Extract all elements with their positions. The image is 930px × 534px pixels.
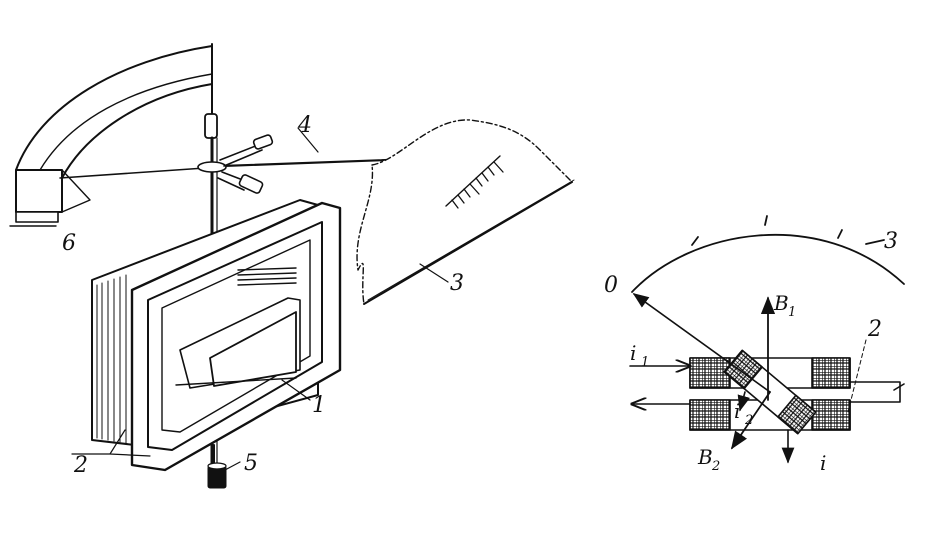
label-field-b1-sub: 1 xyxy=(788,305,796,320)
label-beam-4: 4 xyxy=(297,113,312,138)
leader-lines xyxy=(71,127,449,471)
label-scale-3: 3 xyxy=(450,271,464,296)
label-scale-arc-3: 3 xyxy=(884,229,898,254)
label-current-i1-sub: 1 xyxy=(641,355,649,370)
left-mechanism: 4 3 1 2 5 6 xyxy=(9,43,575,489)
label-current-i2-sub: 2 xyxy=(744,413,753,428)
right-schematic: 0 3 2 i 1 i 2 B 1 B 2 i xyxy=(604,215,905,475)
label-fixed-coil-2: 2 xyxy=(73,453,88,478)
label-current-i2: i xyxy=(734,399,740,423)
label-counterweight-5: 5 xyxy=(244,451,258,476)
label-zero: 0 xyxy=(604,273,618,298)
label-field-b2: B xyxy=(697,445,713,469)
label-field-b2-sub: 2 xyxy=(711,459,720,474)
damper-arc xyxy=(9,45,213,227)
leader-fixed-coil xyxy=(847,339,867,413)
scale-arc xyxy=(631,215,905,293)
label-damper-6: 6 xyxy=(62,231,76,256)
counterweight xyxy=(207,444,227,489)
label-fixed-coil-2-right: 2 xyxy=(867,317,882,342)
current-arrows xyxy=(629,366,795,464)
label-current-i-bottom: i xyxy=(820,451,826,475)
scale-sheet xyxy=(356,119,575,305)
label-coil-1: 1 xyxy=(312,393,326,418)
field-vectors xyxy=(632,293,776,450)
label-field-b1: B xyxy=(773,291,789,315)
label-current-i1: i xyxy=(630,341,636,365)
moving-coil-frame xyxy=(130,201,342,472)
